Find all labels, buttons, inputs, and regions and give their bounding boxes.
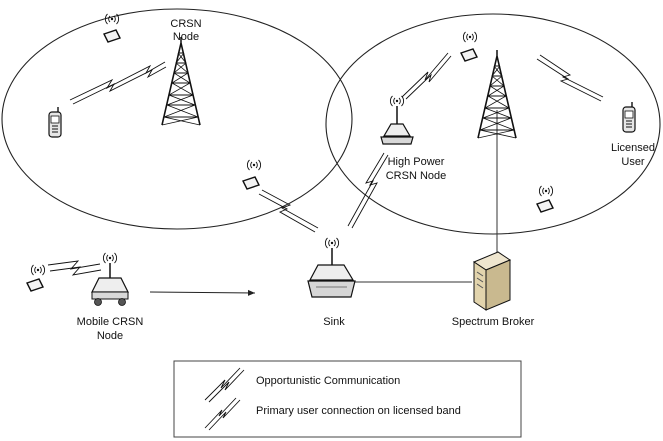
licensed-coverage-ellipse bbox=[325, 13, 661, 235]
crsn-node-icon-mobile-side bbox=[26, 264, 46, 292]
mobile-crsn-node-icon bbox=[91, 252, 129, 306]
tower-left-icon bbox=[161, 36, 201, 126]
link-mobile-node bbox=[47, 260, 101, 270]
cell-phone-icon-licensed bbox=[622, 101, 636, 133]
zigzag-links bbox=[47, 52, 604, 276]
crsn-node-icon-right bbox=[536, 185, 554, 213]
label-crsn-node-line1: CRSN bbox=[170, 18, 201, 30]
link-highpower-sink bbox=[351, 154, 389, 229]
label-licensed-line1: Licensed bbox=[611, 142, 655, 154]
legend-box bbox=[173, 360, 522, 438]
legend-primary-icon bbox=[204, 397, 241, 431]
high-power-crsn-node-icon bbox=[380, 95, 414, 145]
label-high-power-line1: High Power bbox=[388, 156, 445, 168]
label-mobile-line2: Node bbox=[97, 330, 123, 342]
label-licensed-line2: User bbox=[621, 156, 645, 168]
link-highpower-node bbox=[401, 52, 449, 98]
cell-phone-icon-left bbox=[48, 106, 62, 138]
label-mobile-line1: Mobile CRSN bbox=[77, 316, 144, 328]
label-high-power-line2: CRSN Node bbox=[386, 170, 447, 182]
legend-opportunistic-icon bbox=[204, 367, 245, 403]
legend: Opportunistic Communication Primary user… bbox=[173, 360, 522, 438]
crsn-coverage-ellipse bbox=[1, 8, 353, 230]
label-spectrum-broker: Spectrum Broker bbox=[452, 316, 535, 328]
link-tower-licensed bbox=[539, 54, 604, 98]
legend-opportunistic-label: Opportunistic Communication bbox=[256, 375, 400, 387]
spectrum-broker-server-icon bbox=[472, 251, 512, 311]
mobility-arrow bbox=[149, 289, 256, 296]
crsn-node-icon-top-right bbox=[460, 31, 478, 62]
link-phone-tower-left bbox=[69, 61, 166, 101]
label-sink: Sink bbox=[323, 316, 345, 328]
link-node-sink bbox=[261, 189, 319, 229]
sink-icon bbox=[307, 237, 356, 298]
legend-primary-label: Primary user connection on licensed band bbox=[256, 405, 461, 417]
label-crsn-node-line2: Node bbox=[173, 31, 199, 43]
crsn-node-icon-middle bbox=[242, 159, 262, 190]
